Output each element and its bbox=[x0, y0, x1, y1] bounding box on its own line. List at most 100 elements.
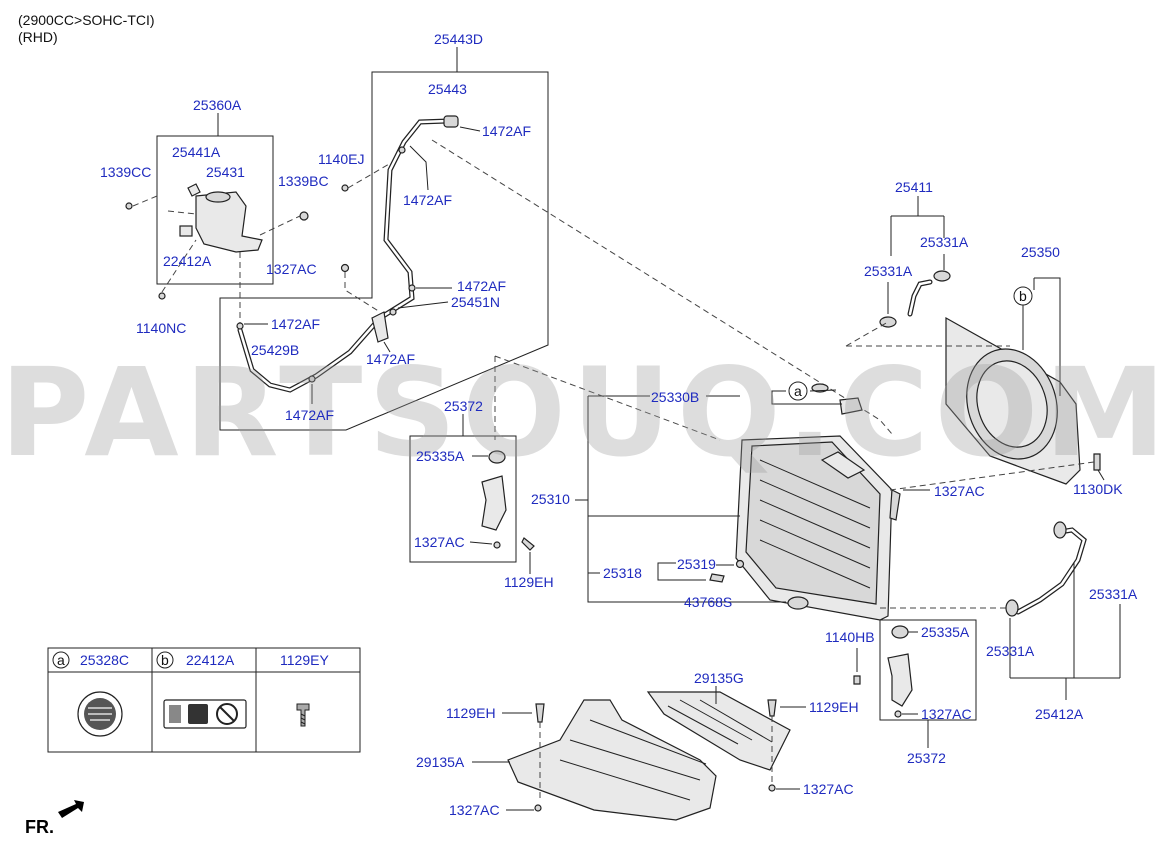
callout-25372-a: 25372 bbox=[444, 398, 483, 414]
insulator-25335A-right bbox=[891, 625, 909, 639]
callout-22412A: 22412A bbox=[163, 253, 212, 269]
callout-1472AF-c: 1472AF bbox=[457, 278, 506, 294]
lower-hose-inner bbox=[1016, 528, 1086, 614]
leader-25451N bbox=[397, 301, 449, 309]
nut-1339CC bbox=[125, 202, 133, 210]
leader-25411-tree bbox=[890, 196, 945, 256]
clip-1472AF-bottom bbox=[308, 375, 316, 383]
callout-25318: 25318 bbox=[603, 565, 642, 581]
leader-1472AF-b bbox=[409, 145, 429, 191]
reservoir-neck bbox=[205, 191, 231, 203]
leader-a-to-seal bbox=[809, 389, 837, 392]
clip-1472AF-lower bbox=[389, 308, 397, 316]
callout-1327AC-b: 1327AC bbox=[414, 534, 465, 550]
bolt-icon-thread bbox=[300, 713, 306, 725]
warning-label-icon-block bbox=[169, 705, 181, 723]
front-orientation-label: FR. bbox=[25, 817, 54, 837]
insulator-25335A-left bbox=[488, 450, 506, 464]
clip-1472AF-mid bbox=[408, 284, 416, 292]
legend-border bbox=[47, 647, 361, 753]
callout-25331A-b: 25331A bbox=[864, 263, 913, 279]
callout-b-circle bbox=[1013, 286, 1033, 306]
grommet-43768S bbox=[787, 596, 809, 610]
front-arrow-icon bbox=[58, 800, 84, 818]
callout-1327AC-f: 1327AC bbox=[803, 781, 854, 797]
callout-1129EH-b: 1129EH bbox=[446, 705, 496, 721]
callout-1472AF-b: 1472AF bbox=[403, 192, 452, 208]
callout-25335A-b: 25335A bbox=[921, 624, 970, 640]
clamp-25331A-lower-b bbox=[1053, 521, 1067, 539]
upper-hose-inner bbox=[908, 280, 932, 316]
callout-1129EH-c: 1129EH bbox=[809, 699, 859, 715]
callout-25331A-d: 25331A bbox=[986, 643, 1035, 659]
leader-1472AF-d bbox=[383, 341, 391, 353]
shroud-opening bbox=[976, 360, 1048, 448]
callout-25412A: 25412A bbox=[1035, 706, 1084, 722]
leader-1472AF-a bbox=[459, 126, 481, 132]
callout-29135G: 29135G bbox=[694, 670, 744, 686]
callout-25431: 25431 bbox=[206, 164, 245, 180]
callout-43768S: 43768S bbox=[684, 594, 732, 610]
shroud-dash-line bbox=[889, 461, 1095, 491]
bolt-1129EH-cover-left bbox=[535, 703, 545, 723]
engine-spec: (2900CC>SOHC-TCI) bbox=[18, 12, 155, 28]
bolt-1140EJ bbox=[341, 184, 349, 192]
bolt-1327AC-cover-right bbox=[768, 784, 776, 792]
callout-1129EH-a: 1129EH bbox=[504, 574, 554, 590]
reservoir-cap-25441A bbox=[187, 183, 201, 197]
nut-1339BC bbox=[299, 211, 309, 221]
bolt-1327AC-bracket-right bbox=[894, 710, 902, 718]
hose-to-radiator-dash bbox=[431, 139, 893, 435]
hose-bracket bbox=[371, 311, 389, 343]
leader-cap-a bbox=[771, 390, 842, 405]
reservoir-dash-lines bbox=[132, 195, 301, 330]
upper-hose-dash bbox=[845, 321, 1010, 347]
legend-key-a: a bbox=[57, 652, 65, 668]
bolt-1129EH-left bbox=[521, 537, 535, 551]
legend-key-b-circle bbox=[156, 651, 174, 669]
callout-25330B: 25330B bbox=[651, 389, 699, 405]
hose-end-25443 bbox=[443, 115, 459, 128]
callout-25429B: 25429B bbox=[251, 342, 299, 358]
cap-label-icon-text bbox=[88, 707, 112, 721]
clamp-25331A-upper-b bbox=[933, 270, 951, 282]
callout-25443: 25443 bbox=[428, 81, 467, 97]
callout-1472AF-e: 1472AF bbox=[271, 316, 320, 332]
cover-bolt-dash bbox=[539, 716, 773, 800]
callout-25310: 25310 bbox=[531, 491, 570, 507]
label-22412A-part bbox=[179, 225, 193, 237]
callout-25443D: 25443D bbox=[434, 31, 483, 47]
callout-1339CC: 1339CC bbox=[100, 164, 151, 180]
callout-1327AC-c: 1327AC bbox=[934, 483, 985, 499]
clamp-dash-line bbox=[344, 272, 381, 313]
callout-25331A-a: 25331A bbox=[920, 234, 969, 250]
bolt-1327AC-radiator bbox=[889, 489, 901, 521]
clamp-25331A-lower-a bbox=[1005, 599, 1019, 617]
bracket-dash-line bbox=[494, 355, 721, 441]
callout-1140HB: 1140HB bbox=[825, 629, 875, 645]
legend-part-22412A: 22412A bbox=[186, 652, 235, 668]
callout-25411: 25411 bbox=[895, 179, 933, 195]
clip-1472AF-top bbox=[398, 146, 406, 154]
drain-cock-25318 bbox=[709, 573, 725, 583]
callout-b: b bbox=[1019, 288, 1027, 304]
callout-25360A: 25360A bbox=[193, 97, 242, 113]
leader-25350 bbox=[1033, 277, 1061, 396]
legend-table: a 25328C b 22412A 1129EY bbox=[47, 647, 361, 753]
callout-1472AF-d: 1472AF bbox=[366, 351, 415, 367]
warning-label-icon-slash bbox=[219, 706, 235, 722]
cover-g-ribs bbox=[667, 699, 773, 745]
callout-25451N: 25451N bbox=[451, 294, 500, 310]
leader-25412A-tree bbox=[1009, 562, 1121, 700]
callout-1327AC-d: 1327AC bbox=[921, 706, 972, 722]
callout-1339BC: 1339BC bbox=[278, 173, 329, 189]
radiator-fins bbox=[759, 459, 871, 589]
cover-a-ribs bbox=[559, 719, 707, 801]
callout-25335A-a: 25335A bbox=[416, 448, 465, 464]
coolant-reservoir bbox=[195, 191, 263, 253]
radiator-top-tank bbox=[820, 451, 866, 479]
bolt-1327AC-bracket-left bbox=[493, 541, 501, 549]
callout-1327AC-e: 1327AC bbox=[449, 802, 500, 818]
